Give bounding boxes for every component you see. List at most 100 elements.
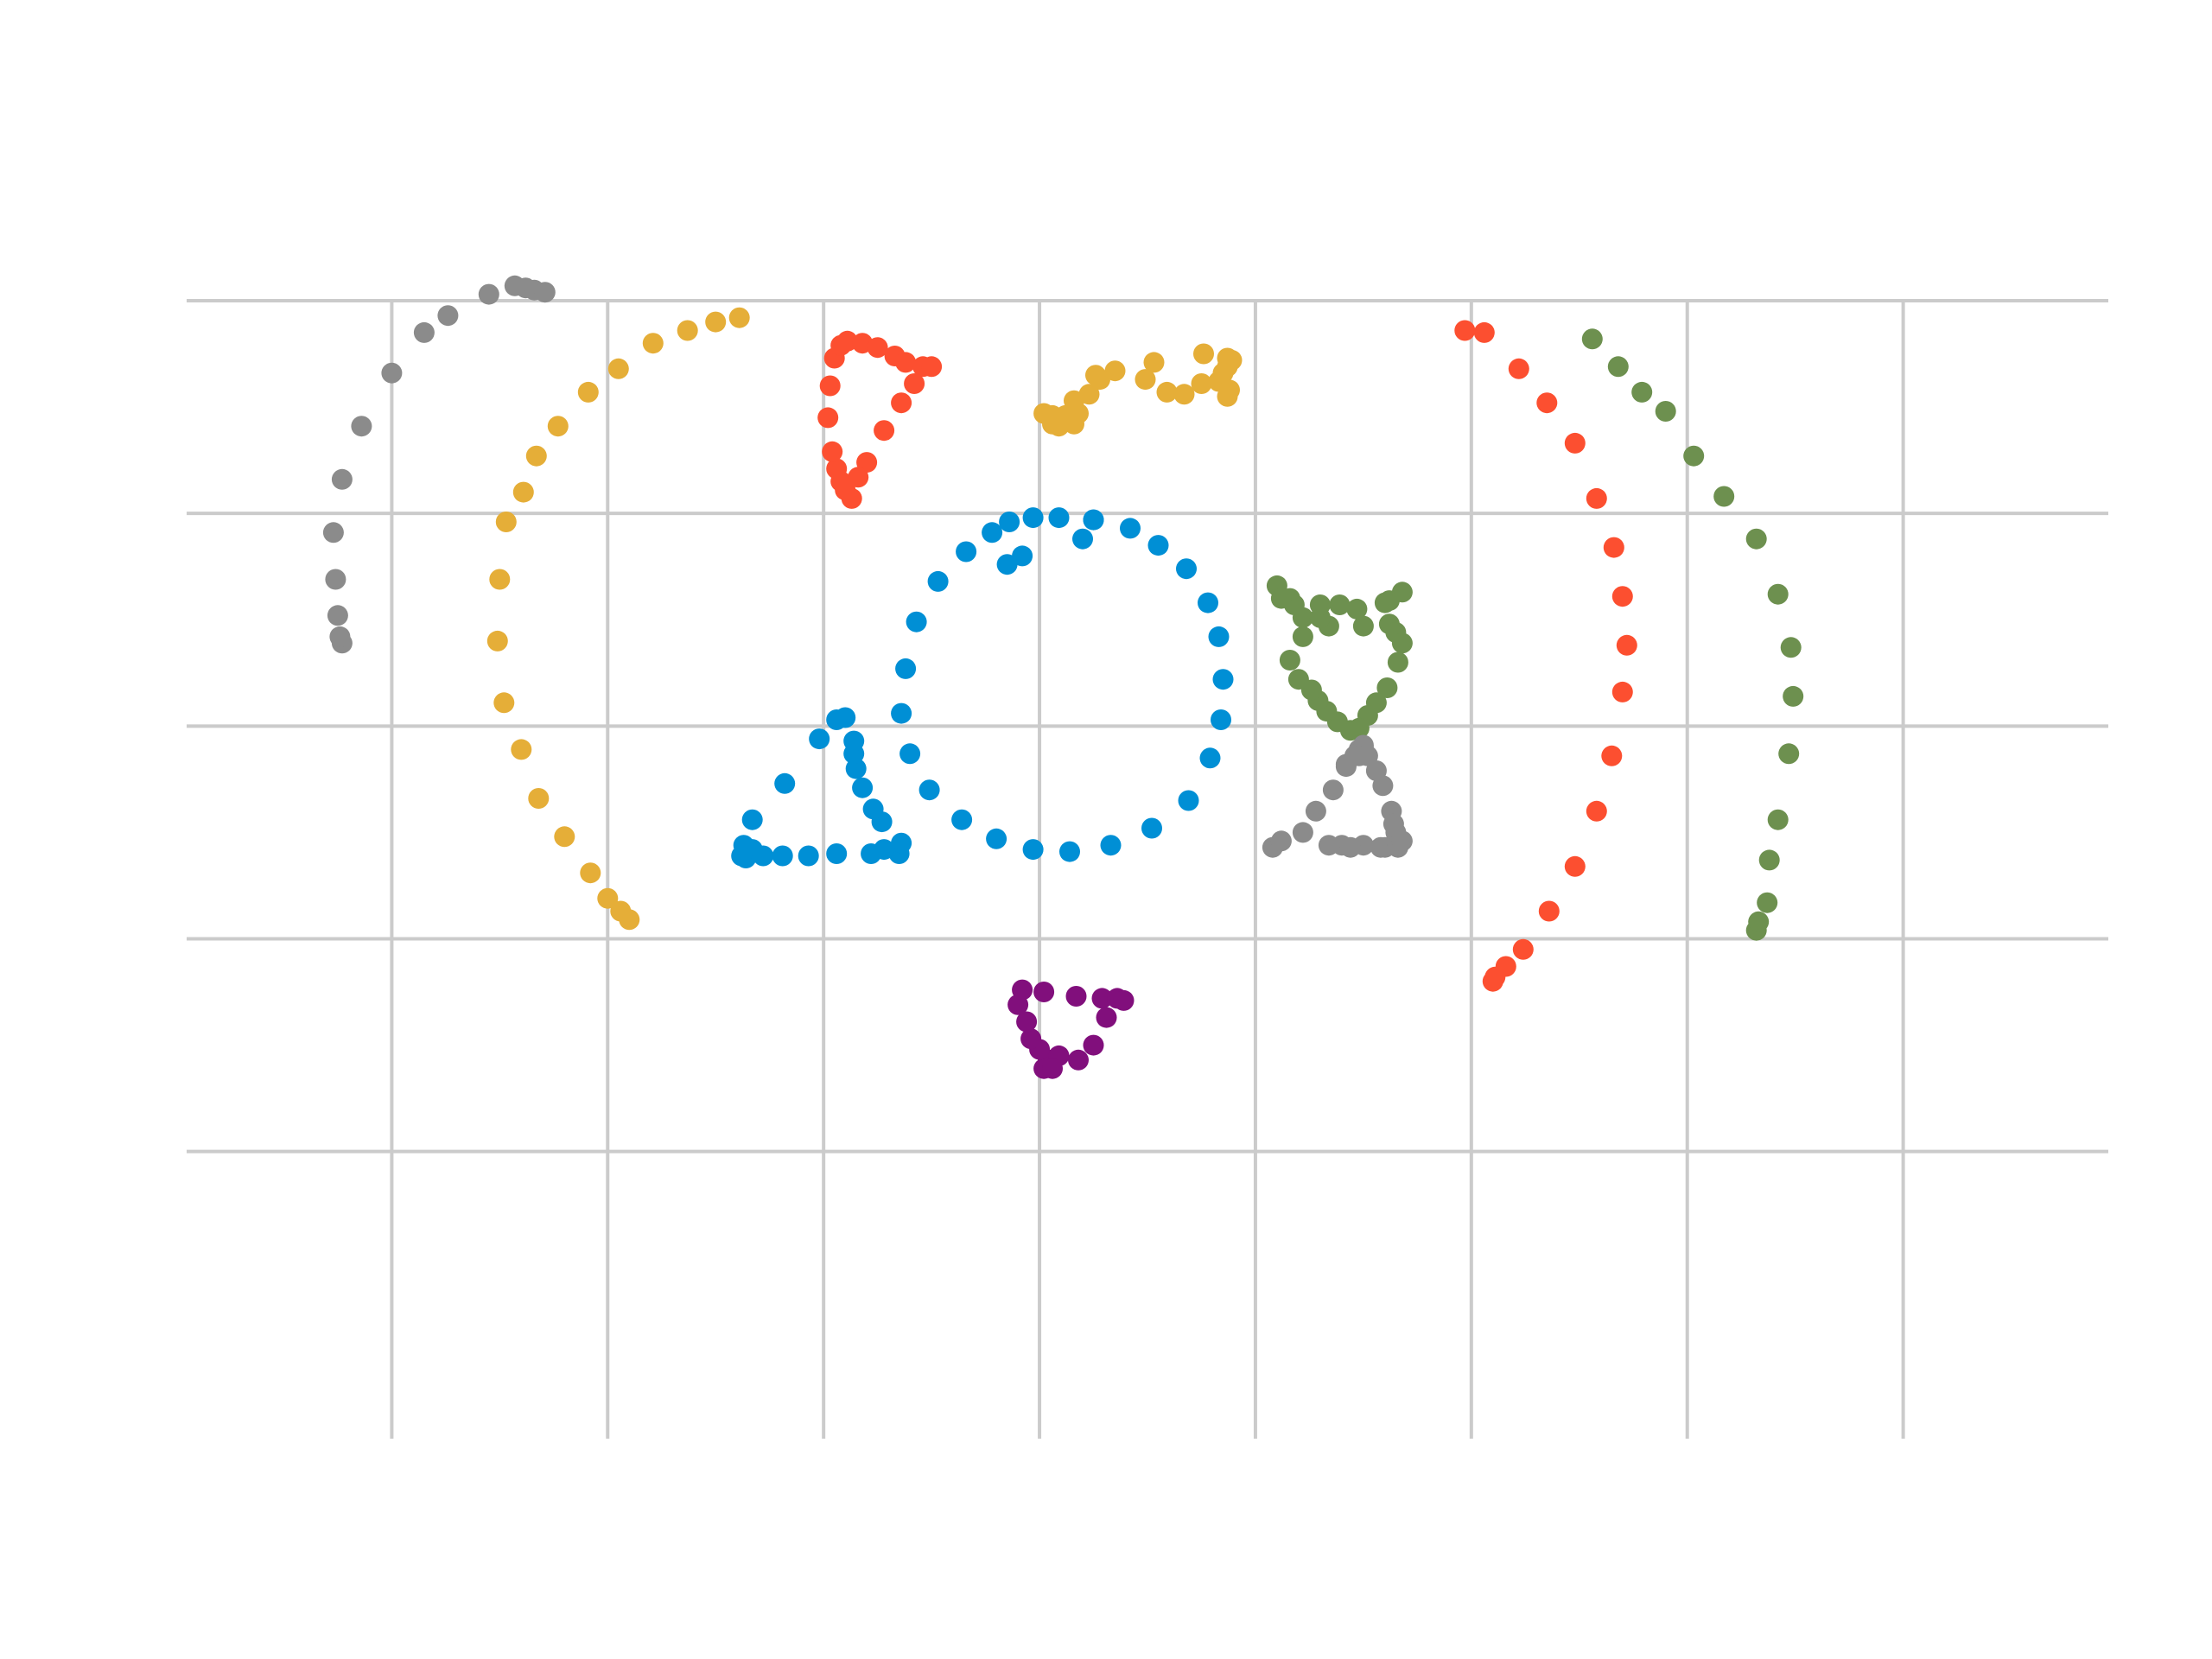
series-1-point-2 — [329, 626, 351, 647]
series-9-point-11 — [1611, 586, 1633, 607]
series-1-point-3 — [327, 605, 348, 626]
series-6-point-19 — [1090, 369, 1110, 391]
series-4-point-17 — [986, 828, 1007, 849]
series-9-point-7 — [1586, 800, 1607, 822]
series-8-point-3 — [1292, 822, 1313, 843]
series-4-point-36 — [798, 845, 819, 867]
series-3-point-12 — [867, 337, 888, 359]
series-1-point-8 — [381, 362, 403, 384]
series-7-point-20 — [1279, 650, 1300, 671]
series-4-point-10 — [1211, 709, 1231, 730]
series-1-point-6 — [331, 468, 353, 490]
series-10-point-6 — [1778, 743, 1800, 765]
series-2-point-17 — [642, 333, 664, 354]
series-4-point-5 — [1147, 535, 1169, 556]
series-3-point-14 — [895, 352, 917, 373]
series-6-point-7 — [1135, 369, 1156, 391]
series-2-point-19 — [705, 311, 727, 333]
series-2 — [486, 307, 750, 931]
series-2-point-9 — [486, 630, 508, 652]
series-1-point-5 — [322, 522, 344, 543]
series-1-point-10 — [437, 305, 459, 327]
series-2-point-3 — [597, 887, 619, 909]
series-2-point-10 — [489, 569, 511, 590]
series-8-point-4 — [1305, 800, 1326, 822]
series-4-point-31 — [1083, 509, 1104, 531]
series-7-point-19 — [1287, 669, 1309, 690]
series-10-point-15 — [1607, 356, 1629, 378]
series-6-point-6 — [1156, 381, 1178, 403]
series-2-point-6 — [528, 788, 550, 809]
series-10-point-2 — [1748, 911, 1770, 932]
series-4-point-12 — [1178, 790, 1199, 811]
series-4-point-21 — [891, 702, 912, 724]
series-7-point-23 — [1346, 598, 1368, 620]
series-4-point-6 — [1176, 558, 1197, 580]
series-10-point-4 — [1758, 849, 1780, 871]
series-4-point-14 — [1100, 835, 1122, 856]
series-9-point-10 — [1616, 634, 1637, 656]
series-9-point-14 — [1564, 432, 1586, 454]
series-10-point-8 — [1780, 637, 1802, 658]
series-4-point-47 — [843, 730, 865, 752]
series-9-point-4 — [1512, 938, 1534, 960]
series-4-point-20 — [899, 743, 921, 765]
series-3-point-17 — [904, 373, 925, 394]
series-4-point-54 — [733, 835, 754, 856]
series-8-point-21 — [1370, 836, 1391, 858]
series-9-point-16 — [1508, 358, 1529, 379]
series-4-point-15 — [1059, 841, 1080, 862]
series-5-point-15 — [1068, 1049, 1089, 1071]
series-4-point-8 — [1208, 626, 1230, 647]
series-4-point-50 — [809, 728, 830, 750]
series-10-point-12 — [1683, 445, 1705, 467]
series-8-point-19 — [1318, 835, 1339, 856]
series-10-point-14 — [1631, 381, 1653, 403]
series-2-point-5 — [554, 826, 575, 848]
series-4-point-30 — [1072, 528, 1093, 550]
series-5-point-9 — [1065, 986, 1087, 1007]
series-10-point-3 — [1757, 892, 1778, 913]
series-2-point-8 — [493, 692, 515, 714]
series-9-point-12 — [1603, 537, 1624, 558]
series-2-point-7 — [511, 739, 532, 760]
series-8-point-20 — [1339, 836, 1361, 858]
series-6-point-21 — [1193, 343, 1214, 365]
series-9-point-9 — [1611, 681, 1633, 702]
series-5-point-13 — [1096, 1007, 1117, 1028]
series-10-point-13 — [1655, 401, 1676, 422]
series-8 — [1262, 734, 1413, 858]
series-6-point-17 — [1033, 403, 1055, 424]
series-4-point-13 — [1141, 817, 1162, 839]
series-2-point-4 — [580, 862, 601, 884]
series-5-point-12 — [1113, 989, 1135, 1011]
series-9-point-3 — [1495, 956, 1516, 977]
series-9-point-17 — [1473, 321, 1495, 343]
series-5-point-17 — [1042, 1058, 1063, 1079]
series-6-point-20 — [1143, 352, 1165, 373]
series-1 — [322, 275, 556, 654]
series-4-point-52 — [741, 809, 763, 830]
series-7-point-28 — [1309, 594, 1331, 615]
series-2-point-20 — [728, 307, 750, 328]
series-3-point-4 — [826, 458, 848, 480]
series-10-point-7 — [1783, 685, 1804, 707]
series-1-point-4 — [325, 569, 346, 590]
series-2-point-15 — [577, 381, 599, 403]
series-4-point-2 — [1048, 507, 1070, 529]
series-6 — [1033, 343, 1243, 437]
series-5-point-14 — [1083, 1034, 1104, 1056]
series-9-point-13 — [1586, 487, 1607, 509]
series-7-point-25 — [1391, 582, 1413, 603]
series-7-point-30 — [1270, 588, 1292, 609]
series-6-point-5 — [1173, 384, 1195, 405]
series-4-point-25 — [956, 541, 977, 563]
series-4-point-40 — [891, 832, 912, 854]
series-6-point-15 — [1064, 413, 1084, 435]
series-7-point-9 — [1387, 652, 1408, 673]
series-8-point-5 — [1322, 779, 1344, 801]
series-4-point-37 — [826, 843, 848, 864]
series-4-point-34 — [753, 845, 774, 867]
series-3-point-6 — [817, 407, 839, 429]
series-3-point-5 — [822, 441, 843, 462]
